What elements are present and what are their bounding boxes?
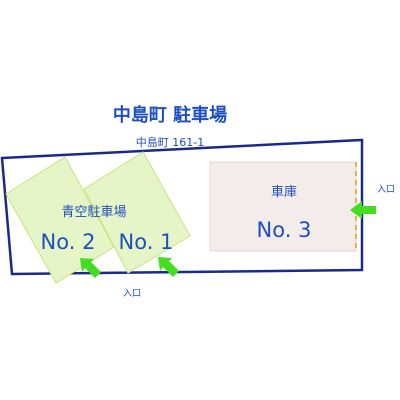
space-no2-label: No. 2 — [41, 230, 96, 254]
garage-building — [209, 161, 357, 252]
parking-space-no2 — [5, 156, 115, 284]
address-label: 中島町 161-1 — [136, 135, 204, 149]
page-title: 中島町 駐車場 — [113, 104, 227, 126]
open-lot-label: 青空駐車場 — [61, 205, 126, 220]
garage-number-label: No. 3 — [257, 218, 312, 242]
site-boundary — [0, 138, 364, 276]
entrance-label-bottom: 入口 — [123, 288, 141, 299]
space-no1-label: No. 1 — [119, 230, 174, 254]
entrance-arrow-right-icon — [350, 201, 376, 219]
parking-space-no1 — [83, 151, 191, 274]
entrance-arrow-no1-icon — [158, 257, 179, 277]
entrance-label-right: 入口 — [377, 184, 395, 195]
entrance-arrow-no2-icon — [80, 258, 101, 278]
garage-label: 車庫 — [271, 185, 297, 200]
